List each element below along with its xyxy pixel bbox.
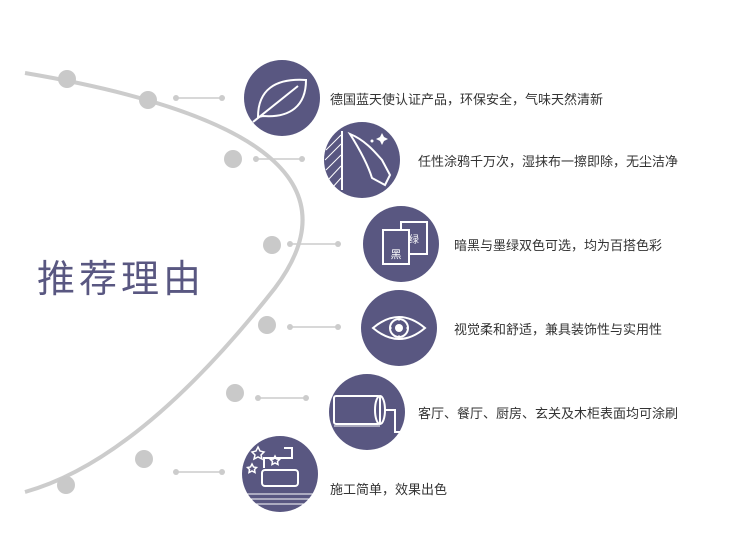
reason-text-1: 德国蓝天使认证产品，环保安全，气味天然清新 [330,93,604,108]
reason-text-6: 施工简单，效果出色 [330,483,448,498]
card-label-green: 绿 [409,233,419,246]
paint-roller-icon [329,374,405,450]
reason-text-3: 暗黑与墨绿双色可选，均为百搭色彩 [454,239,663,254]
leaf-icon [244,60,320,136]
timeline-arc [24,71,305,494]
roller-stars-icon [242,436,318,512]
arc-dots [57,70,281,494]
arc-dot [258,316,276,334]
wipe-hand-icon [324,122,400,198]
card-label-black: 黑 [391,248,402,261]
arc-dot [139,91,157,109]
arc-dot [224,150,242,168]
arc-dot [226,384,244,402]
eye-icon [361,290,437,366]
reason-text-5: 客厅、餐厅、厨房、玄关及木柜表面均可涂刷 [418,407,679,422]
arc-dot [58,70,76,88]
page-title: 推荐理由 [37,257,206,301]
reason-text-4: 视觉柔和舒适，兼具装饰性与实用性 [454,323,663,338]
connectors [173,95,341,475]
color-cards-icon: 黑 绿 [363,206,439,282]
arc-dot [263,236,281,254]
arc-dot [135,450,153,468]
reason-text-2: 任性涂鸦千万次，湿抹布一擦即除，无尘洁净 [418,155,679,170]
arc-dot [57,476,75,494]
